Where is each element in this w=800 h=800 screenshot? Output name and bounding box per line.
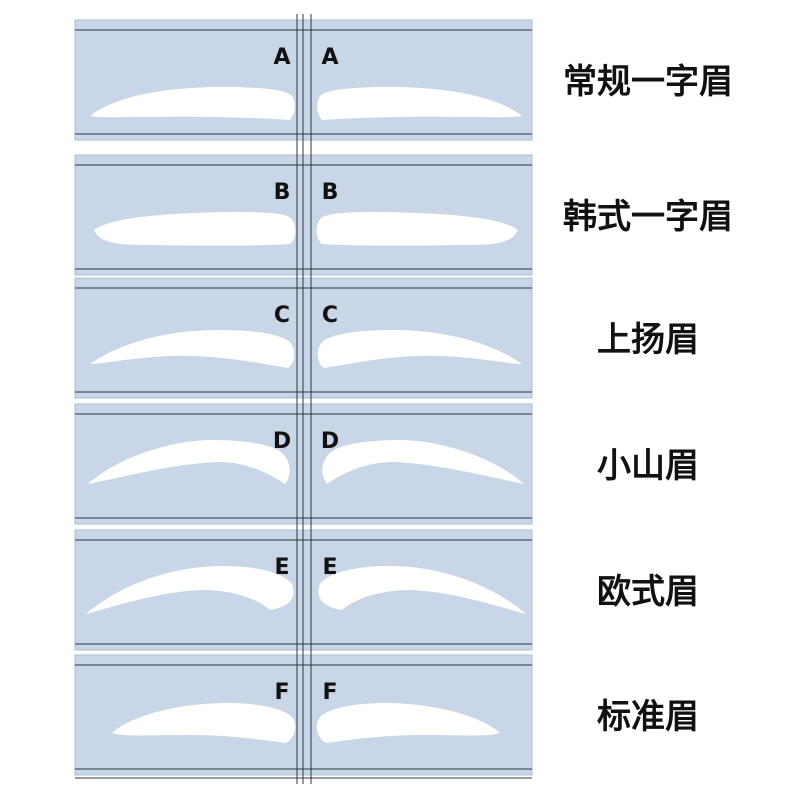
left-template-letter: B bbox=[274, 180, 291, 205]
left-template-letter: A bbox=[273, 45, 290, 70]
left-eyebrow-cutout bbox=[90, 330, 295, 368]
eyebrow-style-label: 韩式一字眉 bbox=[563, 197, 733, 237]
right-eyebrow-cutout bbox=[316, 212, 518, 246]
left-template-letter: D bbox=[273, 429, 291, 454]
right-eyebrow-cutout bbox=[322, 440, 524, 484]
left-eyebrow-cutout bbox=[88, 440, 290, 484]
right-template-letter: E bbox=[322, 555, 337, 580]
eyebrow-style-label: 常规一字眉 bbox=[563, 62, 733, 102]
left-eyebrow-cutout bbox=[86, 566, 294, 614]
right-eyebrow-cutout bbox=[317, 330, 522, 368]
right-template-letter: C bbox=[322, 303, 338, 328]
right-eyebrow-cutout bbox=[317, 86, 522, 120]
right-template-letter: B bbox=[322, 180, 339, 205]
eyebrow-style-label: 小山眉 bbox=[597, 446, 699, 486]
right-template-letter: A bbox=[321, 45, 338, 70]
right-template-letter: D bbox=[321, 429, 339, 454]
left-template-letter: C bbox=[274, 303, 290, 328]
eyebrow-style-label: 欧式眉 bbox=[597, 572, 699, 612]
eyebrow-style-label: 标准眉 bbox=[597, 697, 699, 737]
right-eyebrow-cutout bbox=[316, 703, 500, 743]
eyebrow-style-label: 上扬眉 bbox=[597, 320, 699, 360]
right-eyebrow-cutout bbox=[318, 566, 526, 614]
left-eyebrow-cutout bbox=[112, 703, 296, 743]
left-eyebrow-cutout bbox=[90, 86, 295, 120]
left-template-letter: F bbox=[274, 680, 289, 705]
right-template-letter: F bbox=[322, 680, 337, 705]
left-template-letter: E bbox=[274, 555, 289, 580]
left-eyebrow-cutout bbox=[94, 212, 296, 246]
